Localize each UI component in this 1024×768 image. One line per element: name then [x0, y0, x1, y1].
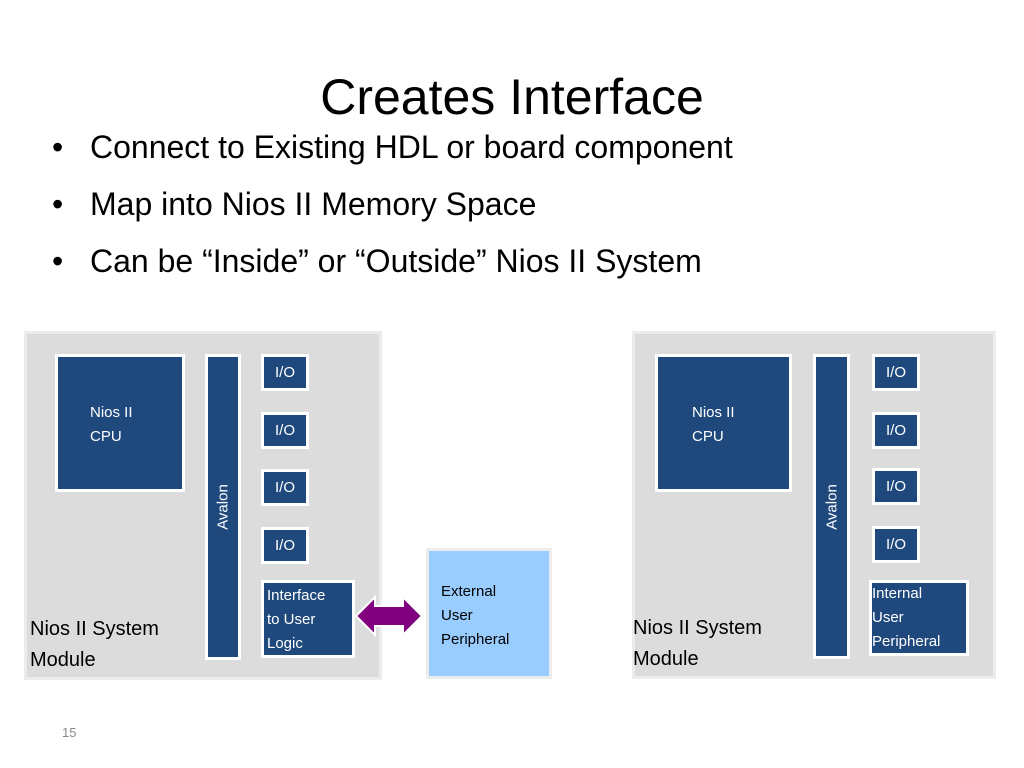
bullet-text: Connect to Existing HDL or board compone… [90, 129, 733, 165]
right-io-label-4: I/O [885, 536, 906, 553]
external-peripheral-label-line-3: Peripheral [441, 631, 510, 648]
left-io-label-2: I/O [274, 422, 295, 439]
right-io-block-1: I/O [872, 354, 920, 391]
left-module-label: Nios II System Module [30, 614, 159, 676]
bullet-text: Map into Nios II Memory Space [90, 186, 537, 222]
right-module-label-line-1: Nios II System [633, 617, 762, 639]
left-interface-label-line-3: Logic [267, 635, 303, 652]
right-io-block-2: I/O [872, 412, 920, 449]
left-io-block-1: I/O [261, 354, 309, 391]
right-io-block-3: I/O [872, 468, 920, 505]
right-internal-label-line-2: User [872, 609, 904, 626]
right-avalon-bus: Avalon [813, 354, 850, 659]
right-io-label-3: I/O [885, 478, 906, 495]
right-io-label-2: I/O [885, 422, 906, 439]
left-io-label-4: I/O [274, 537, 295, 554]
external-peripheral-label: External User Peripheral [441, 580, 509, 652]
right-io-block-4: I/O [872, 526, 920, 563]
bullet-item: • Can be “Inside” or “Outside” Nios II Sy… [52, 242, 733, 299]
bullet-dot: • [52, 129, 64, 165]
bullet-dot: • [52, 186, 64, 222]
left-module-label-line-1: Nios II System [30, 618, 159, 640]
left-io-label-1: I/O [274, 364, 295, 381]
right-internal-peripheral-label: Internal User Peripheral [872, 582, 940, 654]
left-interface-label-line-2: to User [267, 611, 316, 628]
right-cpu-block: Nios II CPU [655, 354, 792, 492]
left-io-block-3: I/O [261, 469, 309, 506]
external-peripheral-label-line-1: External [441, 583, 497, 600]
bullet-item: • Map into Nios II Memory Space [52, 185, 733, 242]
left-cpu-label-line-1: Nios II [90, 404, 133, 421]
right-internal-label-line-3: Peripheral [872, 633, 941, 650]
external-user-peripheral: External User Peripheral [426, 548, 552, 679]
right-cpu-label-line-2: CPU [692, 428, 724, 445]
left-interface-label-line-1: Interface [267, 587, 326, 604]
left-cpu-label: Nios II CPU [90, 401, 133, 449]
slide-title: Creates Interface [320, 69, 704, 125]
right-internal-peripheral-block: Internal User Peripheral [869, 580, 969, 656]
page-number: 15 [62, 725, 77, 740]
left-io-block-2: I/O [261, 412, 309, 449]
bullet-text: Can be “Inside” or “Outside” Nios II Sys… [90, 243, 702, 279]
left-io-block-4: I/O [261, 527, 309, 564]
right-avalon-label: Avalon [823, 483, 840, 530]
right-cpu-label-line-1: Nios II [692, 404, 735, 421]
external-peripheral-label-line-2: User [441, 607, 473, 624]
right-module-label: Nios II System Module [633, 613, 762, 675]
bullet-list: • Connect to Existing HDL or board compon… [52, 128, 733, 299]
double-arrow-icon [354, 594, 424, 638]
left-io-label-3: I/O [274, 479, 295, 496]
left-module-label-line-2: Module [30, 649, 96, 671]
left-interface-label: Interface to User Logic [267, 584, 325, 656]
left-cpu-label-line-2: CPU [90, 428, 122, 445]
right-module-label-line-2: Module [633, 648, 699, 670]
left-avalon-label: Avalon [214, 484, 232, 530]
right-system-module: Nios II CPU Avalon I/O I/O I/O I/O Inter… [632, 331, 996, 679]
bullet-item: • Connect to Existing HDL or board compon… [52, 128, 733, 185]
right-internal-label-line-1: Internal [872, 585, 923, 602]
left-interface-block: Interface to User Logic [261, 580, 355, 658]
right-cpu-label: Nios II CPU [692, 401, 735, 449]
bullet-dot: • [52, 243, 64, 279]
left-avalon-bus: Avalon [205, 354, 241, 660]
left-system-module: Nios II CPU Avalon I/O I/O I/O I/O Inter… [24, 331, 382, 680]
right-io-label-1: I/O [885, 364, 906, 381]
left-cpu-block: Nios II CPU [55, 354, 185, 492]
